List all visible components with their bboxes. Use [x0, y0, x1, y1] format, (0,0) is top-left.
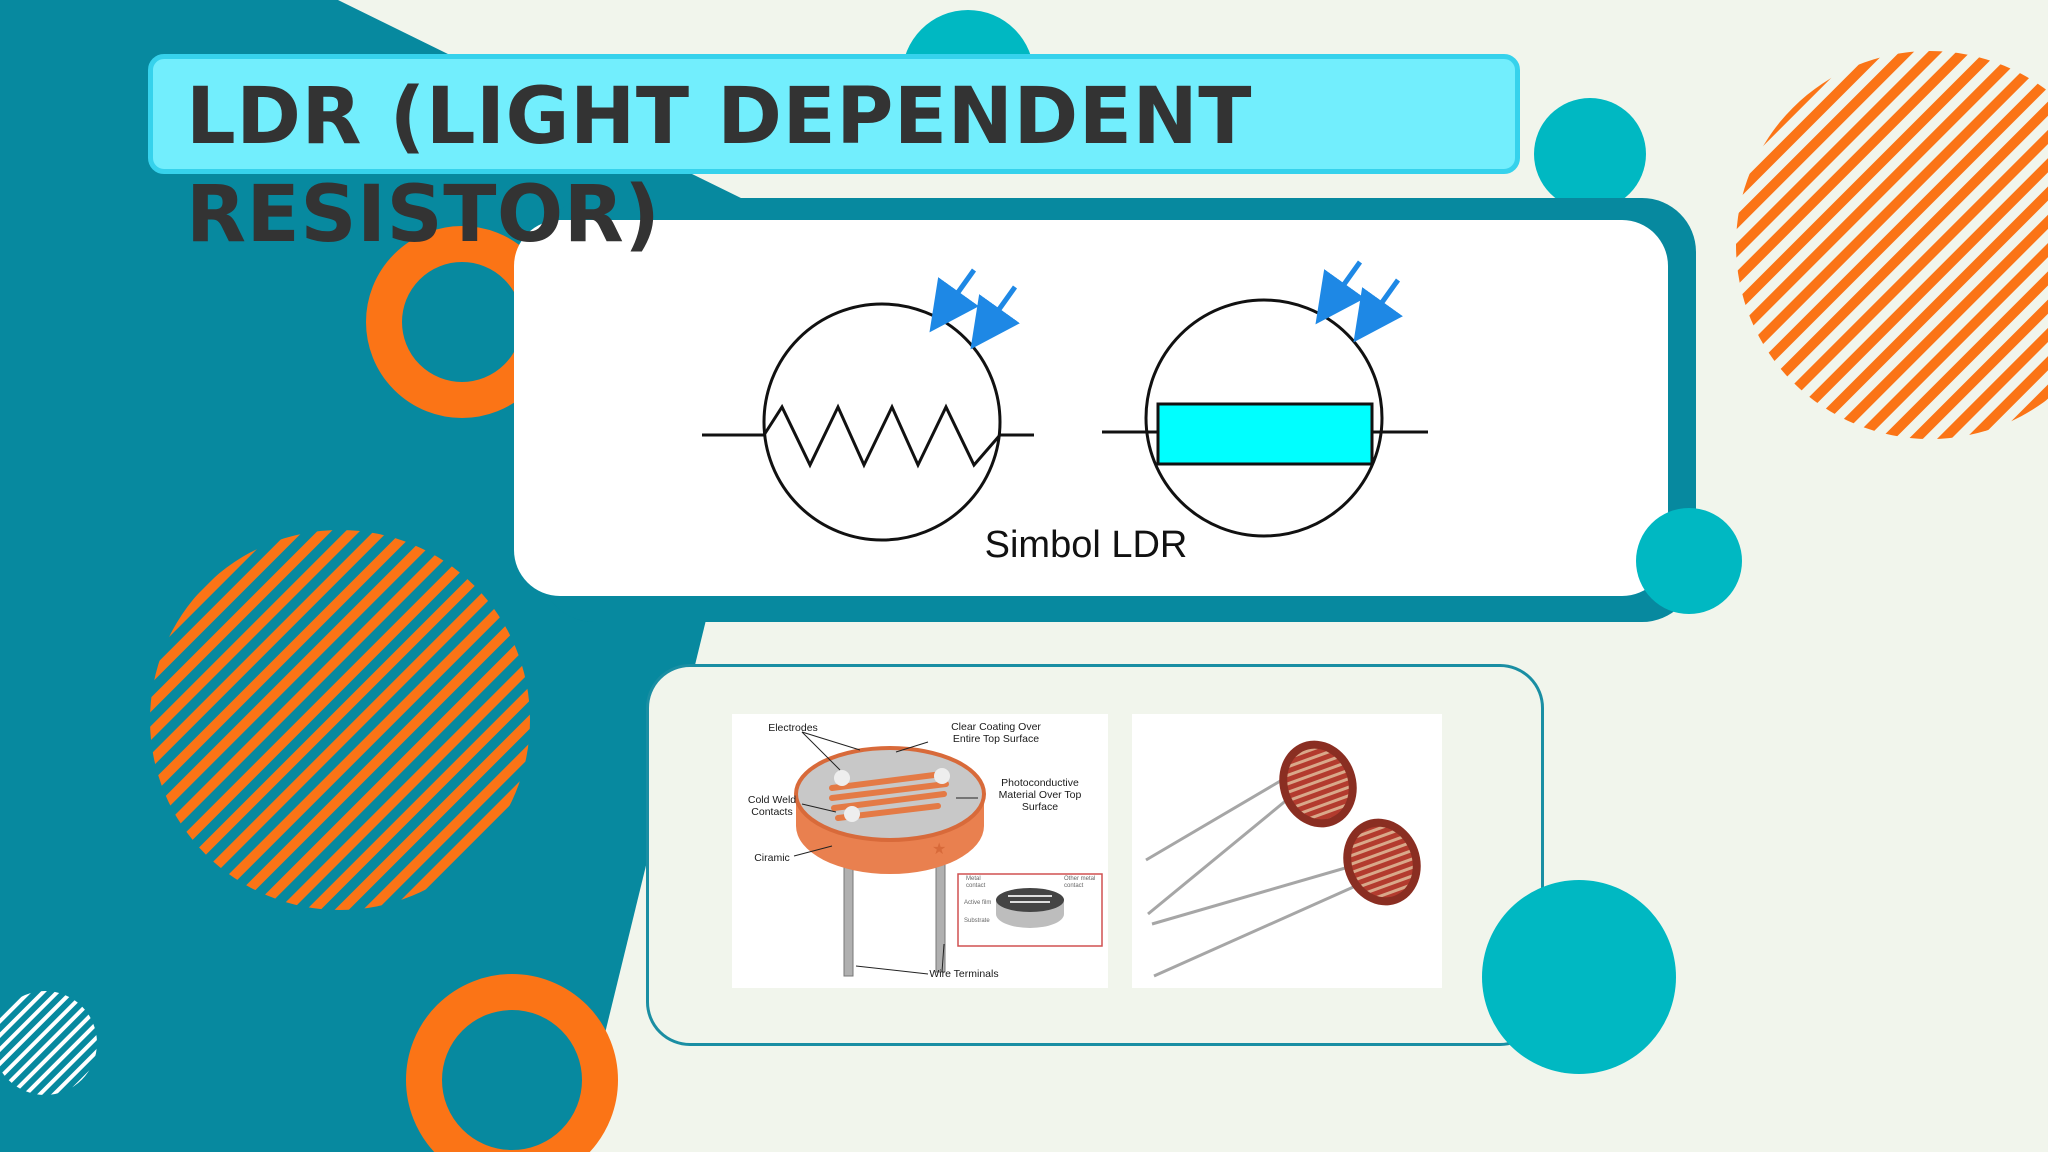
label-photoconductive: Photoconductive Material Over Top Surfac…: [998, 777, 1082, 813]
orange-striped-circle-left: [150, 530, 530, 910]
ldr-construction-diagram: ★ Electrodes Clear Coating Over Entire T…: [732, 714, 1108, 988]
inset-label-other-metal-contact: Other metal contact: [1064, 876, 1096, 889]
light-arrows-right: [1315, 260, 1403, 343]
inset-label-substrate: Substrate: [964, 918, 990, 924]
label-clear-coating: Clear Coating Over Entire Top Surface: [951, 721, 1041, 745]
inset-detail: [957, 873, 1103, 947]
ldr-component-1: [1279, 740, 1357, 828]
label-cold-weld: Cold Weld Contacts: [747, 794, 797, 818]
inset-label-active-film: Active film: [964, 900, 992, 906]
title-banner: [148, 54, 1520, 174]
label-ciramic: Ciramic: [754, 852, 790, 864]
label-wire-terminals: Wire Terminals: [929, 968, 999, 980]
svg-text:★: ★: [932, 839, 946, 858]
inset-label-metal-contact: Metal contact: [966, 876, 986, 889]
ldr-symbol-rectangle: [1102, 298, 1428, 538]
ldr-symbol-zigzag: [702, 302, 1034, 542]
ldr-component-2: [1343, 818, 1421, 906]
ldr-photo: [1132, 714, 1442, 988]
orange-ring-bottom: [406, 974, 618, 1152]
orange-striped-circle-right: [1736, 51, 2048, 439]
slide-title: LDR (LIGHT DEPENDENT RESISTOR): [186, 72, 1252, 260]
light-arrows-left: [929, 268, 1020, 350]
teal-circle-large-bottom: [1482, 880, 1676, 1074]
ldr-symbol-image: [682, 232, 1476, 582]
white-striped-circle: [0, 991, 97, 1095]
teal-circle-panel-right: [1636, 508, 1742, 614]
symbol-caption: Simbol LDR: [984, 524, 1188, 566]
label-electrodes: Electrodes: [768, 722, 818, 734]
teal-circle-banner-right: [1534, 98, 1646, 210]
